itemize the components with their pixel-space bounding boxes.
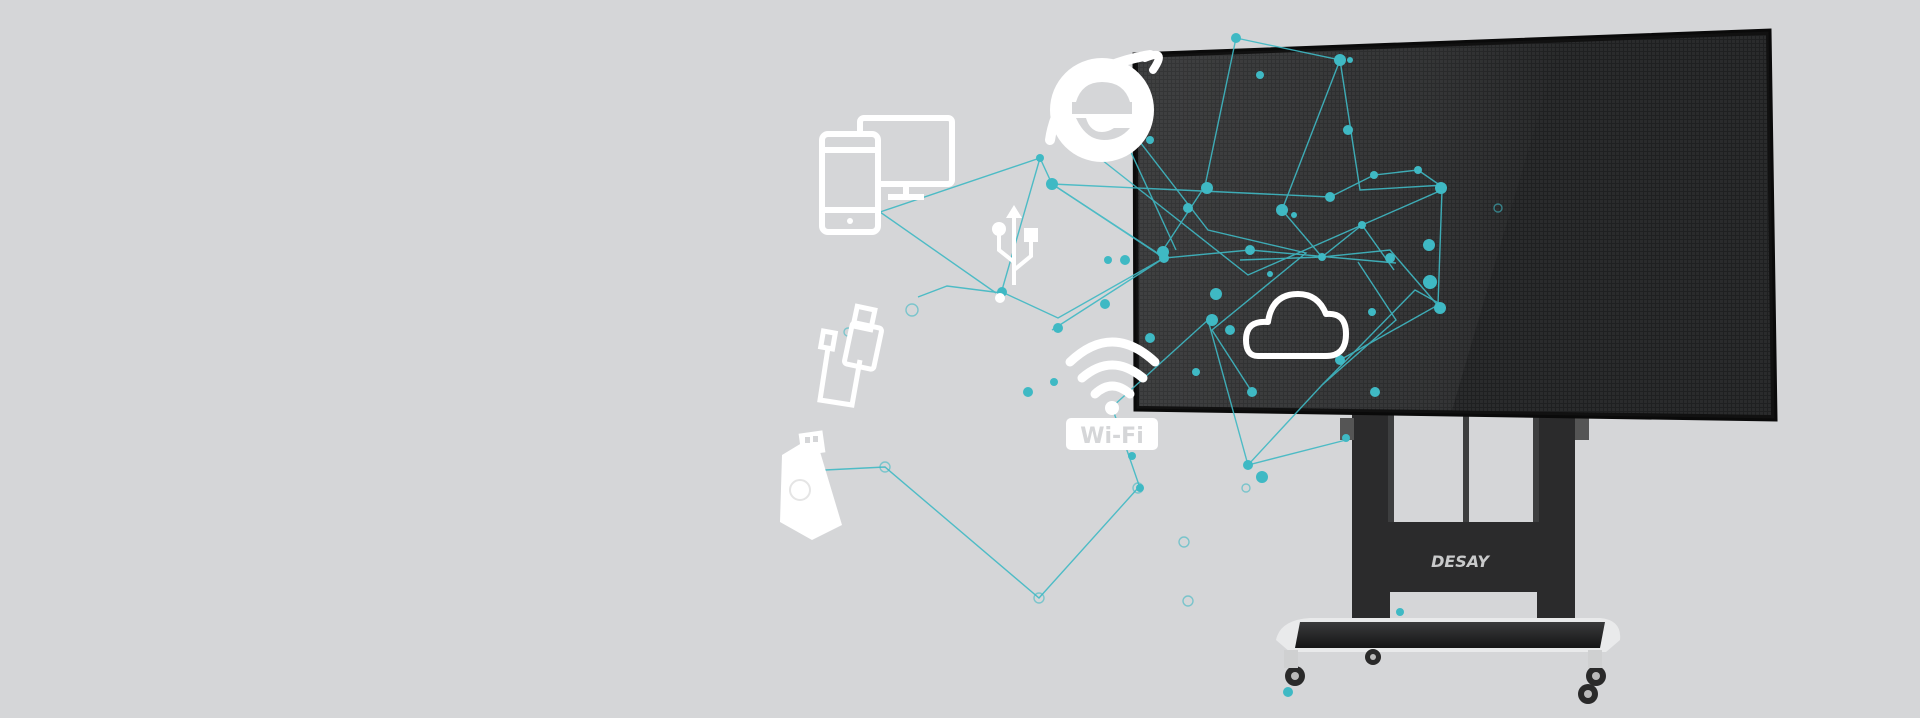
phone-monitor-icon [819,115,955,235]
usb-icon [992,205,1038,303]
internet-explorer-icon [1045,50,1163,162]
interactive-display: DESAY [1132,28,1778,704]
network-nodes [997,33,1447,697]
wifi-icon: Wi-Fi [1065,337,1160,450]
cloud-icon [1243,291,1349,359]
stand: DESAY [1276,410,1621,704]
brand-logo: DESAY [1431,552,1490,571]
display-screen [1132,28,1778,422]
usb-drive-icon [780,430,842,540]
wifi-label: Wi-Fi [1080,424,1144,449]
caster-wheels [1284,649,1606,704]
usb-cable-icon [817,303,884,408]
